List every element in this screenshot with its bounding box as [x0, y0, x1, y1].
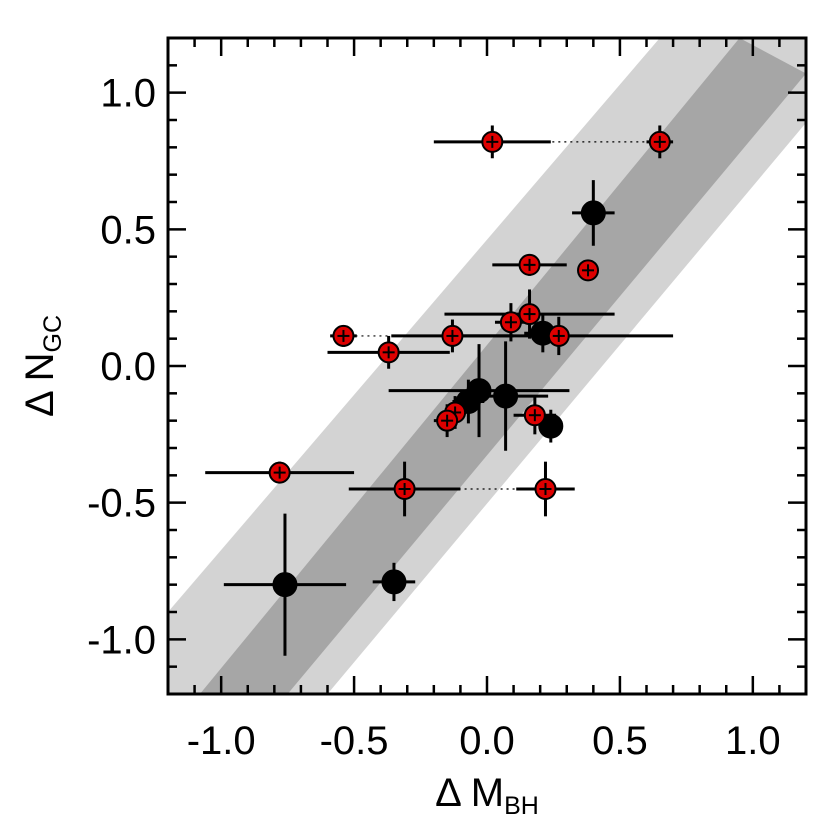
black-data-point [493, 383, 519, 409]
band-inner [199, 38, 806, 694]
y-axis-title-main: Δ N [18, 352, 62, 417]
data-points [268, 130, 671, 598]
y-tick-label: 0.5 [100, 208, 156, 252]
x-tick-label: 0.5 [592, 719, 648, 763]
black-data-point [272, 572, 298, 598]
axis-ticks [166, 36, 808, 696]
y-tick-label: 1.0 [100, 72, 156, 116]
x-axis-title: Δ MBH [435, 771, 539, 820]
confidence-bands [168, 38, 806, 694]
black-data-point [580, 200, 606, 226]
y-tick-label: -0.5 [87, 482, 156, 526]
y-tick-label: 0.0 [100, 345, 156, 389]
x-tick-label: 1.0 [725, 719, 781, 763]
x-axis-title-main: Δ M [435, 771, 504, 815]
x-axis-title-sub: BH [504, 792, 539, 820]
x-tick-label: -1.0 [187, 719, 256, 763]
x-tick-label: -0.5 [320, 719, 389, 763]
y-axis-title-sub: GC [39, 315, 67, 353]
y-axis-title: Δ NGC [18, 315, 67, 417]
x-tick-label: 0.0 [459, 719, 515, 763]
black-data-point [538, 413, 564, 439]
black-data-point [381, 569, 407, 595]
x-tick-labels: -1.0 -0.5 0.0 0.5 1.0 [187, 719, 781, 763]
y-tick-labels: -1.0 -0.5 0.0 0.5 1.0 [87, 72, 156, 663]
y-tick-label: -1.0 [87, 618, 156, 662]
